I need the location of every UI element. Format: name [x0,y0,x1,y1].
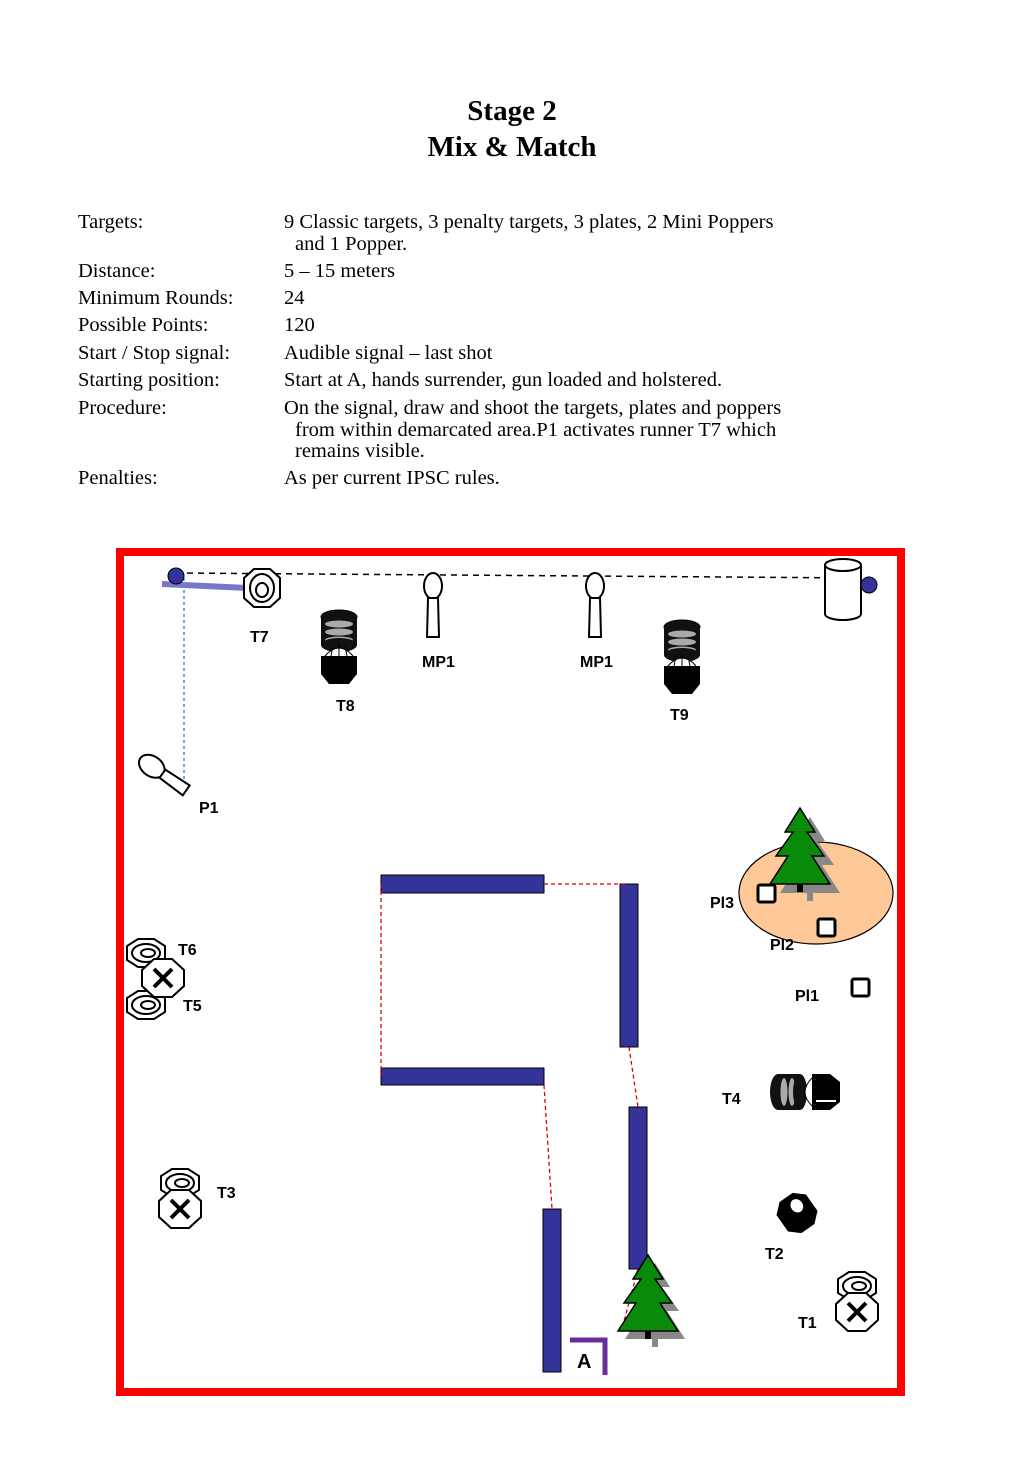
wall-right-upper [619,883,639,1048]
start-stop-label: Start / Stop signal: [78,342,231,364]
label-mp1-left: MP1 [422,654,455,671]
targets-value: 9 Classic targets, 3 penalty targets, 3 … [284,211,774,233]
plate-pl1-icon [850,977,871,998]
targets-value-cont: and 1 Popper. [295,232,408,255]
wall-left-lower [542,1208,562,1373]
label-mp1-right: MP1 [580,654,613,671]
mini-popper-left-icon [423,572,443,638]
distance-label: Distance: [78,260,156,282]
counterweight-drum-icon [824,558,878,621]
label-t6: T6 [178,942,197,959]
start-stop-value: Audible signal – last shot [284,342,493,364]
label-t3: T3 [217,1185,236,1202]
wall-bottom [380,1067,545,1086]
penalties-value: As per current IPSC rules. [284,467,500,489]
plate-pl3-icon [756,883,777,904]
label-start-a: A [577,1351,591,1373]
wall-top [380,874,545,894]
wall-right-lower [628,1106,648,1270]
target-t9-icon [663,619,701,695]
procedure-value-cont-2: remains visible. [295,440,425,462]
fault-lines [380,883,639,1326]
label-t4: T4 [722,1091,741,1108]
stage-name: Mix & Match [427,131,597,163]
penalties-label: Penalties: [78,467,158,489]
label-p1: P1 [199,800,219,817]
minimum-rounds-label: Minimum Rounds: [78,287,234,309]
distance-value: 5 – 15 meters [284,260,396,282]
no-shoot-t5-t6-icon [140,957,186,999]
label-pl2: Pl2 [770,937,794,954]
label-t7: T7 [250,629,269,646]
start-position-marker [570,1337,608,1375]
mini-popper-right-icon [585,572,605,638]
targets-label: Targets: [78,211,144,233]
pulley-icon [167,567,185,585]
procedure-label: Procedure: [78,397,167,419]
stage-boundary [116,548,905,1396]
label-pl1: Pl1 [795,988,819,1005]
label-t1: T1 [798,1315,817,1332]
starting-position-label: Starting position: [78,369,220,391]
target-t7-icon [243,568,281,608]
target-t4-icon [770,1074,840,1110]
label-t2: T2 [765,1246,784,1263]
no-shoot-t3-icon [157,1188,203,1230]
label-t8: T8 [336,698,355,715]
label-pl3: Pl3 [710,895,734,912]
target-t8-icon [320,609,358,685]
no-shoot-t1-icon [834,1291,880,1333]
label-t5: T5 [183,998,202,1015]
runner-track [161,581,249,591]
runner-cable [175,572,863,579]
possible-points-label: Possible Points: [78,314,209,336]
starting-position-value: Start at A, hands surrender, gun loaded … [284,369,723,391]
possible-points-value: 120 [284,314,315,336]
procedure-value: On the signal, draw and shoot the target… [284,397,782,419]
label-t9: T9 [670,707,689,724]
procedure-value-cont-1: from within demarcated area.P1 activates… [295,418,777,441]
popper-p1-icon [137,753,192,797]
target-t2-icon [776,1192,818,1234]
plate-pl2-icon [816,917,837,938]
page-title: Stage 2 [467,95,557,127]
minimum-rounds-value: 24 [284,287,305,309]
